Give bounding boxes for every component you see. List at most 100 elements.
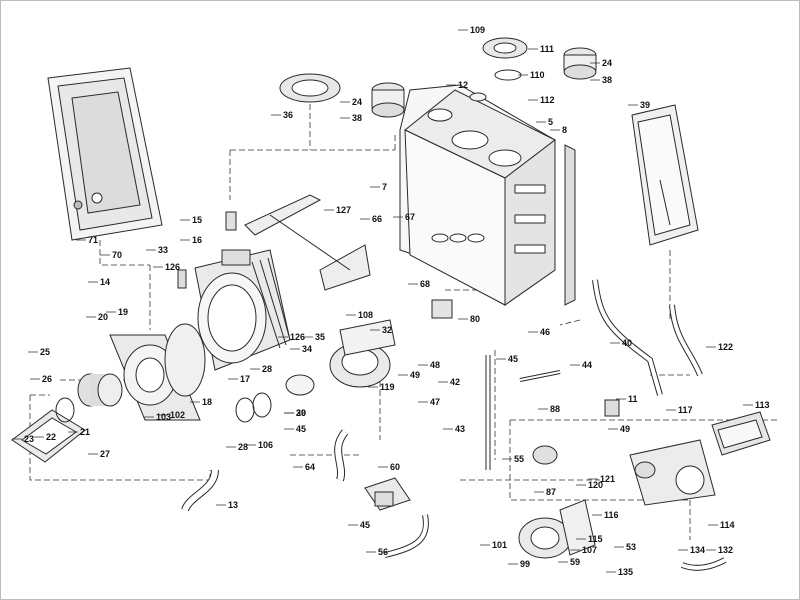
leader-lines	[12, 29, 753, 573]
part-label-24: 24	[352, 97, 362, 107]
part-label-48: 48	[430, 360, 440, 370]
part-label-120: 120	[588, 480, 603, 490]
part-label-23: 23	[24, 434, 34, 444]
gasket-106	[252, 392, 272, 418]
part-label-112: 112	[540, 95, 555, 105]
part-label-8: 8	[562, 125, 567, 135]
part-label-122: 122	[718, 342, 733, 352]
part-label-80: 80	[470, 314, 480, 324]
part-label-16: 16	[192, 235, 202, 245]
part-label-32: 32	[382, 325, 392, 335]
part-label-24: 24	[602, 58, 612, 68]
diverter-valve	[532, 445, 558, 465]
part-label-102: 102	[170, 410, 185, 420]
plate-heat-exchanger	[711, 411, 771, 456]
part-label-127: 127	[336, 205, 351, 215]
part-label-34: 34	[302, 344, 312, 354]
part-label-27: 27	[100, 449, 110, 459]
part-label-116: 116	[604, 510, 619, 520]
part-label-88: 88	[550, 404, 560, 414]
part-label-60: 60	[390, 462, 400, 472]
part-label-7: 7	[382, 182, 387, 192]
insulation-disc	[164, 323, 206, 397]
part-label-19: 19	[118, 307, 128, 317]
part-label-56: 56	[378, 547, 388, 557]
burner-mesh	[77, 373, 123, 407]
part-label-71: 71	[88, 235, 98, 245]
part-label-132: 132	[718, 545, 733, 555]
part-label-117: 117	[678, 405, 693, 415]
part-label-43: 43	[455, 424, 465, 434]
part-label-36: 36	[283, 110, 293, 120]
part-label-45: 45	[508, 354, 518, 364]
combustion-casing	[399, 84, 556, 306]
part-label-42: 42	[450, 377, 460, 387]
part-126	[177, 269, 187, 289]
heat-exchanger	[194, 211, 291, 371]
part-label-87: 87	[546, 487, 556, 497]
part-label-66: 66	[372, 214, 382, 224]
part-label-45: 45	[360, 520, 370, 530]
part-label-121: 121	[600, 474, 615, 484]
sensor-11	[604, 399, 620, 417]
part-label-38: 38	[352, 113, 362, 123]
hydraulic-block	[629, 439, 716, 506]
part-label-126: 126	[165, 262, 180, 272]
part-label-49: 49	[410, 370, 420, 380]
component-drawings	[11, 37, 771, 559]
part-label-30: 30	[296, 408, 306, 418]
part-label-29: 29	[296, 408, 306, 418]
part-label-20: 20	[98, 312, 108, 322]
part-label-70: 70	[112, 250, 122, 260]
sensor-12	[469, 92, 487, 102]
part-label-14: 14	[100, 277, 110, 287]
part-label-45: 45	[296, 424, 306, 434]
part-label-109: 109	[470, 25, 485, 35]
flue-adaptor-24	[563, 47, 597, 80]
burner-23	[11, 409, 86, 463]
pipes	[181, 279, 727, 571]
flange-36	[279, 73, 341, 103]
part-label-28: 28	[262, 364, 272, 374]
part-label-44: 44	[582, 360, 592, 370]
part-label-28: 28	[238, 442, 248, 452]
part-label-21: 21	[80, 427, 90, 437]
heat-exchanger-cover	[47, 67, 163, 241]
part-label-111: 111	[540, 44, 554, 54]
part-label-5: 5	[548, 117, 553, 127]
part-label-49: 49	[620, 424, 630, 434]
part-label-13: 13	[228, 500, 238, 510]
fan-assembly	[329, 319, 396, 388]
part-label-113: 113	[755, 400, 770, 410]
expansion-vessel	[631, 104, 699, 246]
part-label-106: 106	[258, 440, 273, 450]
part-label-26: 26	[42, 374, 52, 384]
part-label-46: 46	[540, 327, 550, 337]
part-label-11: 11	[628, 394, 638, 404]
part-label-15: 15	[192, 215, 202, 225]
bracket-127	[244, 194, 371, 291]
part-label-103: 103	[156, 412, 171, 422]
part-label-12: 12	[458, 80, 468, 90]
pump	[518, 499, 596, 559]
part-label-68: 68	[420, 279, 430, 289]
part-label-115: 115	[588, 534, 603, 544]
venturi	[285, 374, 315, 396]
part-label-135: 135	[618, 567, 633, 577]
part-label-59: 59	[570, 557, 580, 567]
part-label-119: 119	[380, 382, 395, 392]
part-label-53: 53	[626, 542, 636, 552]
part-label-134: 134	[690, 545, 705, 555]
part-label-99: 99	[520, 559, 530, 569]
part-label-47: 47	[430, 397, 440, 407]
part-label-17: 17	[240, 374, 250, 384]
part-label-22: 22	[46, 432, 56, 442]
part-label-35: 35	[315, 332, 325, 342]
part-label-107: 107	[582, 545, 597, 555]
transformer-80	[431, 299, 453, 319]
gas-valve	[364, 477, 411, 511]
side-panel	[564, 144, 576, 306]
gasket-22	[55, 397, 75, 423]
